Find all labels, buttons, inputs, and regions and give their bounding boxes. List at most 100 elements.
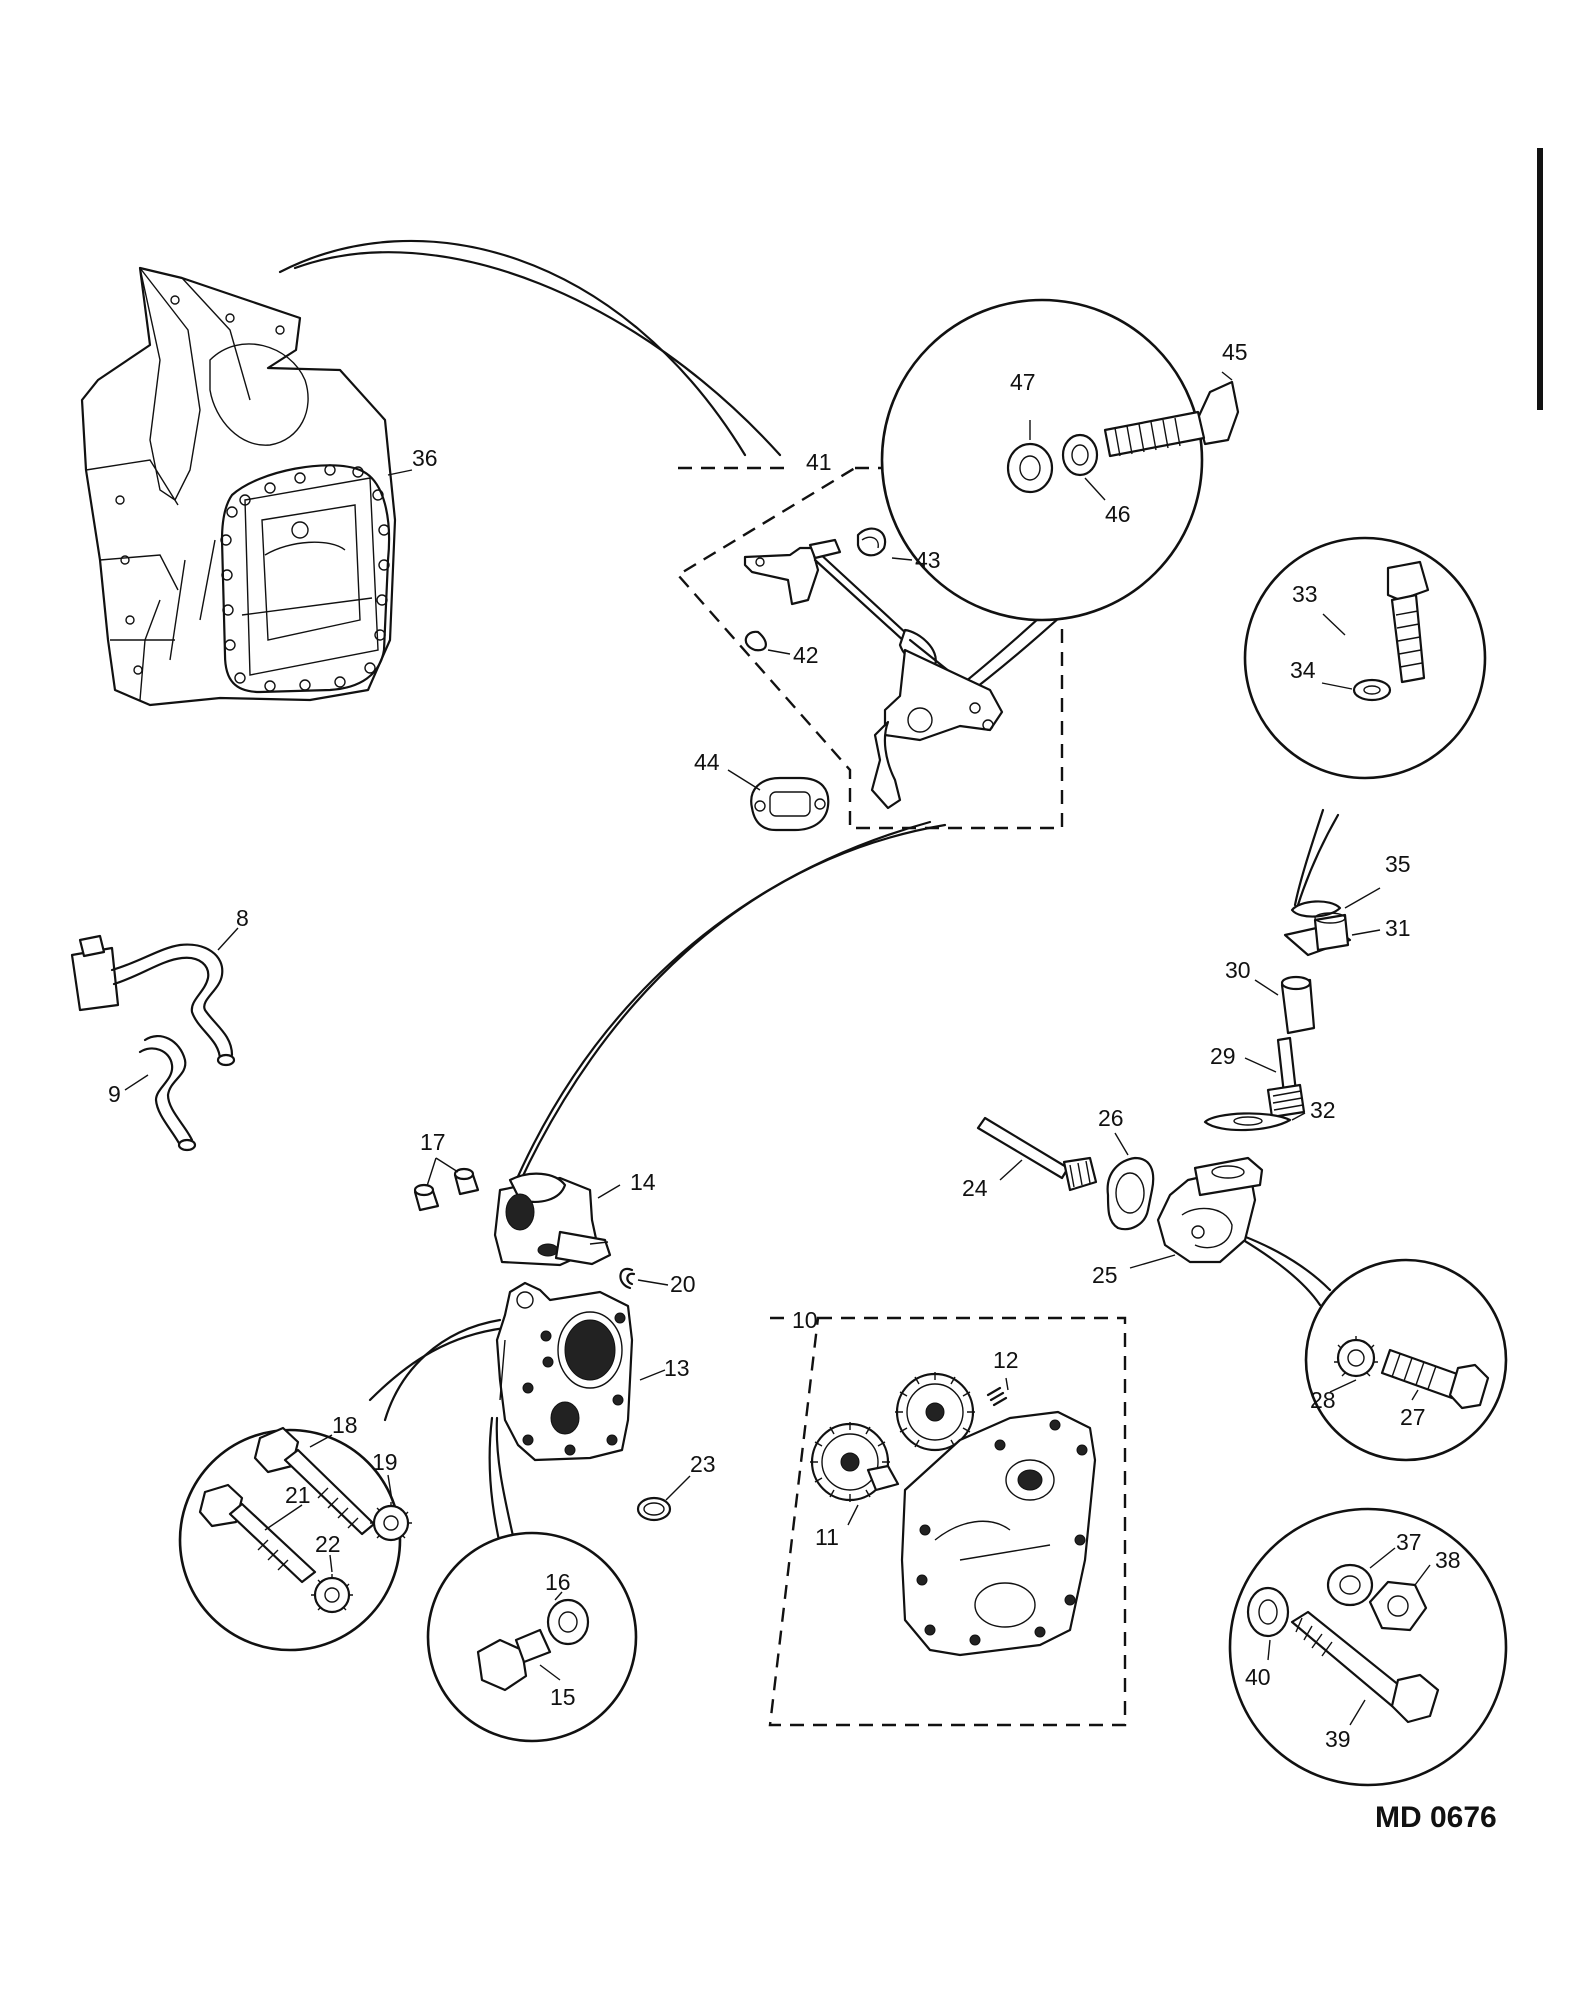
circlip-20 — [619, 1267, 636, 1290]
callout-43: 43 — [915, 547, 941, 573]
gasket-44 — [750, 776, 830, 832]
leader-32 — [1291, 1112, 1306, 1121]
leader-14 — [597, 1184, 621, 1199]
callout-42: 42 — [793, 642, 819, 668]
leader-11 — [847, 1504, 859, 1526]
callout-27: 27 — [1400, 1404, 1426, 1430]
leader-27 — [1411, 1389, 1419, 1401]
plug-15 — [476, 1628, 552, 1692]
leader-36 — [387, 469, 413, 476]
leader-38 — [1414, 1564, 1431, 1586]
callout-31: 31 — [1385, 915, 1411, 941]
leader-25 — [1129, 1254, 1176, 1269]
spring-washer-34 — [1352, 678, 1392, 702]
inset-circle-37-40 — [1228, 1507, 1508, 1787]
callout-34: 34 — [1290, 657, 1316, 683]
plugs-17 — [413, 1167, 480, 1212]
callout-39: 39 — [1325, 1726, 1351, 1752]
pump-cover-13 — [495, 1281, 634, 1462]
callout-22: 22 — [315, 1531, 341, 1557]
callout-30: 30 — [1225, 957, 1251, 983]
washer-47 — [1006, 442, 1054, 494]
callout-11: 11 — [815, 1524, 839, 1550]
washer-37 — [1326, 1563, 1374, 1607]
leader-28 — [1329, 1379, 1357, 1393]
nut-38 — [1368, 1580, 1428, 1632]
callout-36: 36 — [412, 445, 438, 471]
leader-37 — [1369, 1547, 1396, 1569]
callout-38: 38 — [1435, 1547, 1461, 1573]
bush-31 — [1283, 912, 1352, 957]
spring-12 — [986, 1386, 1008, 1407]
callout-13: 13 — [664, 1355, 690, 1381]
leader-44 — [727, 769, 761, 791]
leader-30 — [1254, 979, 1279, 996]
leader-15 — [539, 1664, 561, 1681]
callout-28: 28 — [1310, 1387, 1336, 1413]
callout-24: 24 — [962, 1175, 988, 1201]
group-box-10 — [768, 1316, 1127, 1727]
leader-23 — [665, 1475, 691, 1501]
leader-13 — [639, 1369, 666, 1381]
inset-circle-33-34 — [1243, 536, 1487, 780]
callout-20: 20 — [670, 1271, 696, 1297]
callout-25: 25 — [1092, 1262, 1118, 1288]
callout-26: 26 — [1098, 1105, 1124, 1131]
callout-47: 47 — [1010, 369, 1036, 395]
shakeproof-washer-40 — [1246, 1586, 1290, 1638]
leader-17 — [426, 1157, 459, 1187]
pinion-29 — [1266, 1036, 1306, 1119]
washer-16 — [546, 1598, 590, 1646]
gear-11 — [810, 1422, 900, 1502]
leader-24 — [999, 1159, 1023, 1181]
callout-labels: 8 9 10 11 12 13 14 15 16 17 18 19 20 21 … — [108, 339, 1461, 1752]
leader-31 — [1351, 929, 1381, 936]
bolt-27 — [1380, 1348, 1490, 1410]
bush-30 — [1280, 975, 1316, 1035]
bolt-21 — [198, 1483, 317, 1584]
leader-8 — [217, 927, 239, 951]
linkage-assembly — [743, 527, 1004, 810]
callout-41: 41 — [806, 449, 832, 475]
leader-46 — [1084, 477, 1106, 501]
leader-20 — [637, 1279, 669, 1286]
leader-21 — [264, 1504, 303, 1531]
callout-37: 37 — [1396, 1529, 1422, 1555]
gasket-26 — [1106, 1156, 1155, 1231]
callout-33: 33 — [1292, 581, 1318, 607]
spindle-24 — [976, 1116, 1098, 1192]
retainer-35 — [1290, 900, 1342, 918]
bolt-39 — [1290, 1610, 1440, 1724]
callout-40: 40 — [1245, 1664, 1271, 1690]
callout-14: 14 — [630, 1169, 656, 1195]
bolt-33 — [1386, 560, 1430, 684]
shakeproof-washer-28 — [1334, 1336, 1378, 1378]
leader-29 — [1244, 1057, 1277, 1073]
spring-washer-46 — [1061, 433, 1099, 477]
shakeproof-washer-19 — [370, 1502, 412, 1542]
callout-45: 45 — [1222, 339, 1248, 365]
callout-21: 21 — [285, 1482, 311, 1508]
callout-29: 29 — [1210, 1043, 1236, 1069]
callout-32: 32 — [1310, 1097, 1336, 1123]
callout-23: 23 — [690, 1451, 716, 1477]
gasket-32 — [1203, 1112, 1292, 1132]
pump-body-10 — [900, 1410, 1097, 1657]
callout-18: 18 — [332, 1412, 358, 1438]
callout-9: 9 — [108, 1081, 121, 1107]
leader-19 — [387, 1474, 393, 1501]
casing-bolt-holes — [115, 295, 390, 692]
hose-9 — [138, 1034, 197, 1152]
leader-40 — [1267, 1639, 1271, 1661]
leader-22 — [329, 1554, 333, 1573]
leader-33 — [1322, 613, 1346, 636]
callout-17: 17 — [420, 1129, 446, 1155]
bolt-45 — [1103, 380, 1240, 458]
leader-9 — [124, 1074, 149, 1091]
callout-19: 19 — [372, 1449, 398, 1475]
callout-16: 16 — [545, 1569, 571, 1595]
drawing-code: MD 0676 — [1375, 1801, 1497, 1834]
pump-body-14 — [493, 1172, 612, 1267]
leader-16 — [554, 1591, 563, 1601]
